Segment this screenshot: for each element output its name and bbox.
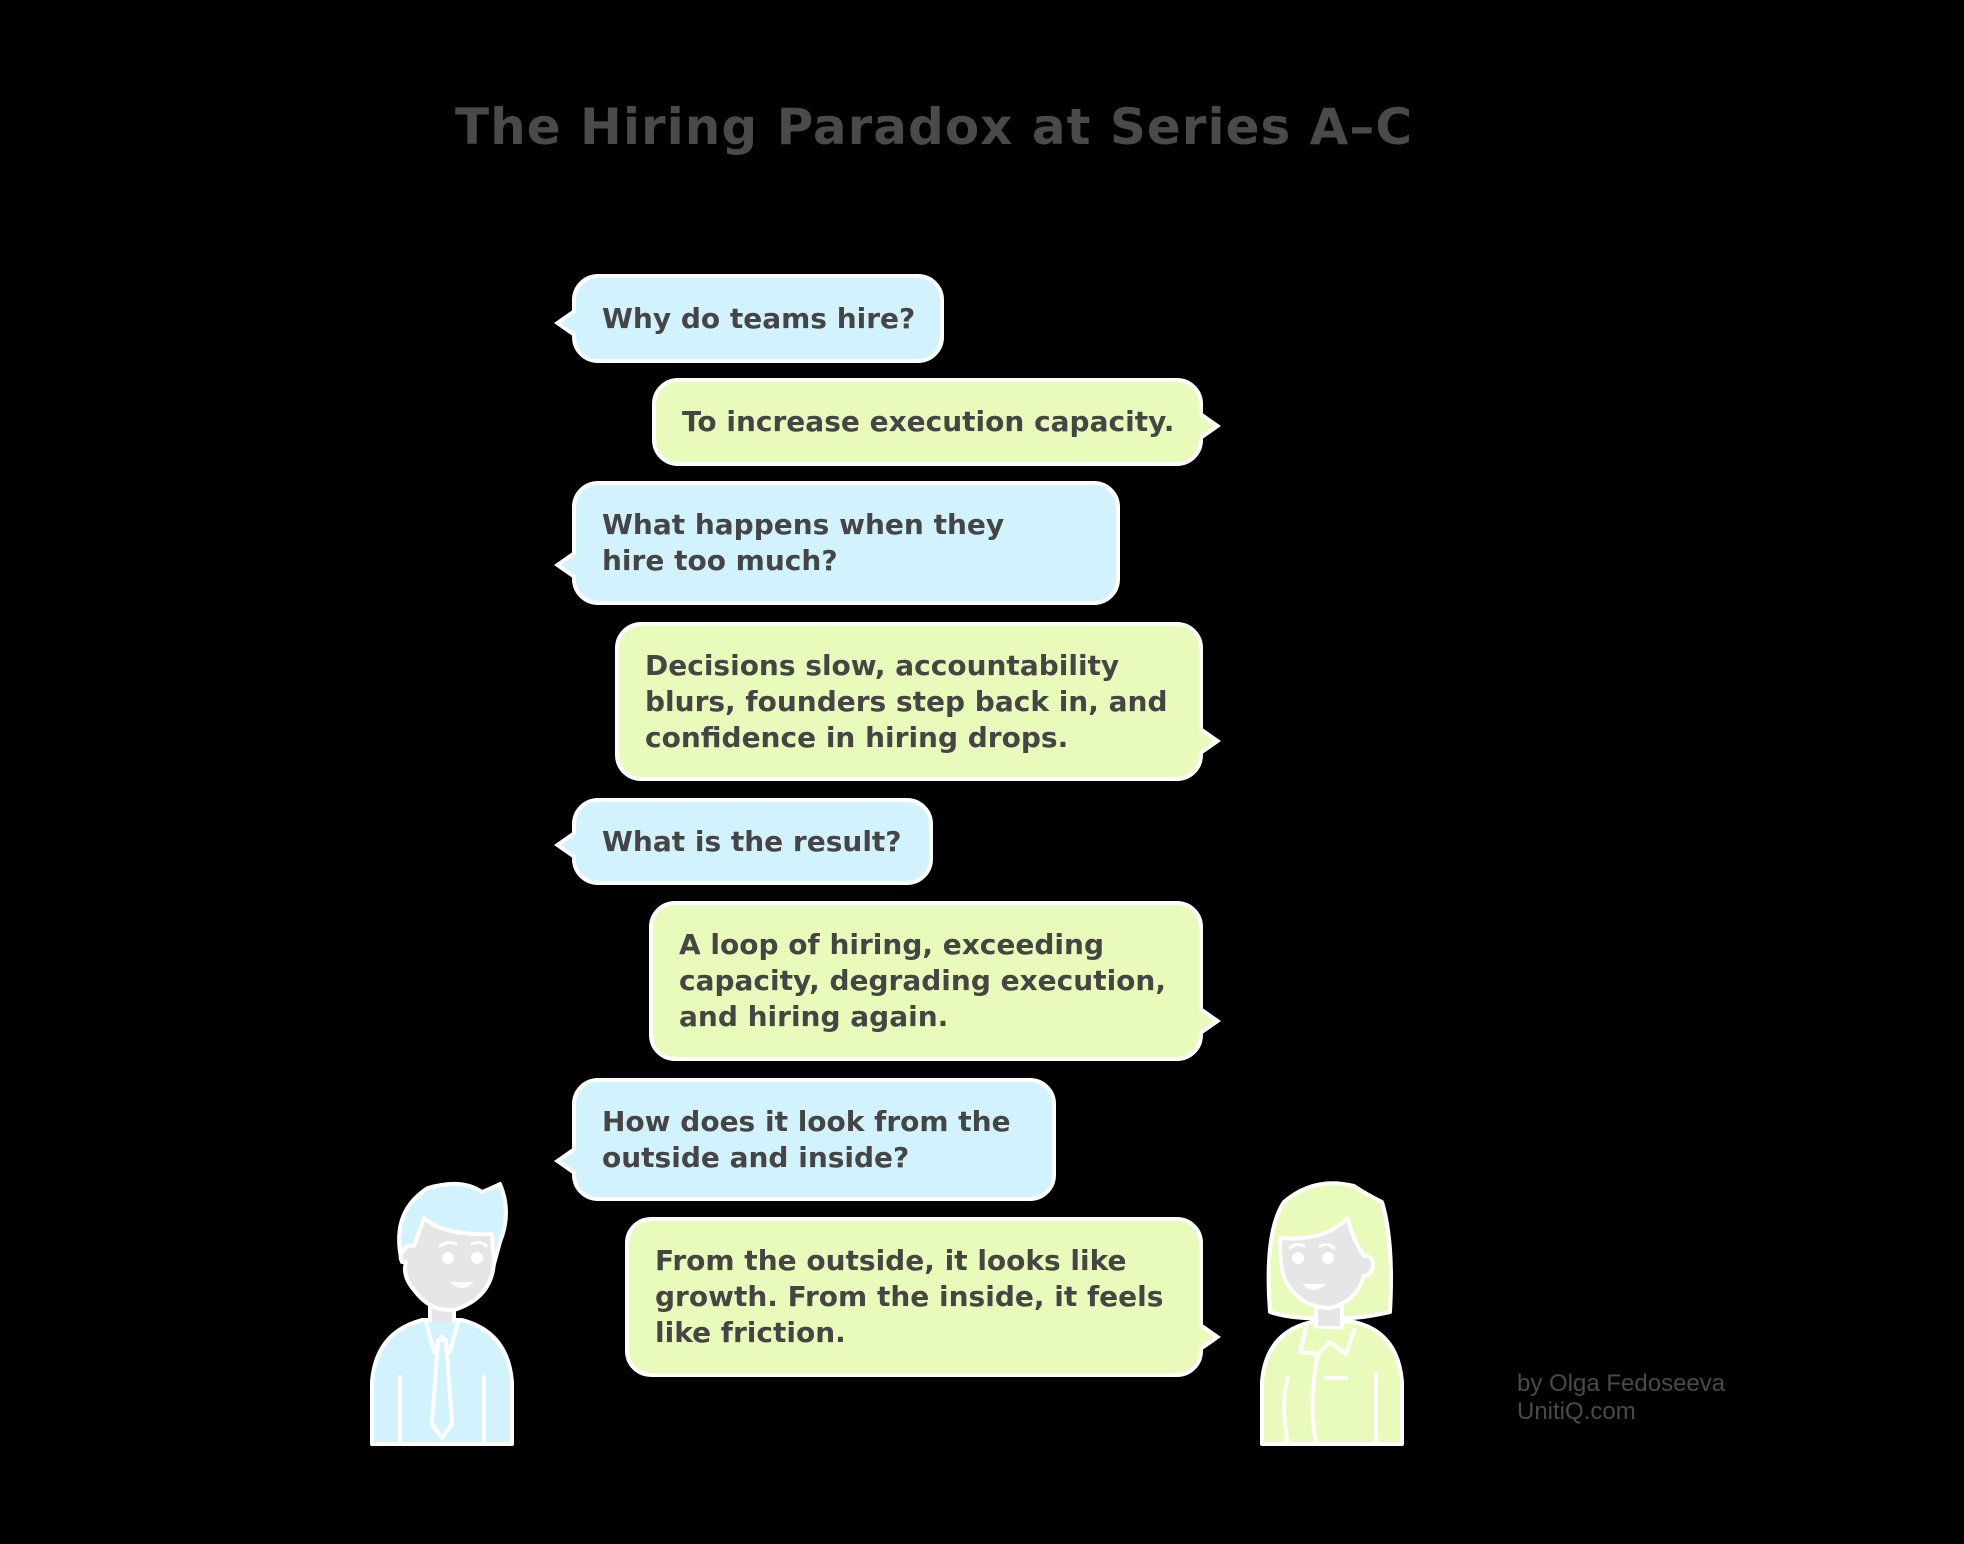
bubble-text: What happens when they hire too much? xyxy=(602,508,1005,577)
answer-bubble: A loop of hiring, exceeding capacity, de… xyxy=(649,901,1221,1061)
question-bubble: How does it look from the outside and in… xyxy=(554,1078,1056,1201)
bubble-text: How does it look from the outside and in… xyxy=(602,1104,1011,1174)
bubble-tail xyxy=(561,312,577,334)
bubble-text: Why do teams hire? xyxy=(602,301,916,335)
woman-avatar-icon xyxy=(1260,1181,1404,1446)
bubble-tail xyxy=(1198,730,1214,752)
bubble-text: To increase execution capacity. xyxy=(682,405,1175,438)
man-avatar-icon xyxy=(370,1181,514,1446)
bubble-text: From the outside, it looks like growth. … xyxy=(655,1244,1164,1349)
bubble-tail xyxy=(561,554,577,576)
bubble-tail xyxy=(1198,1326,1214,1348)
bubble-tail xyxy=(1198,1010,1214,1032)
credit-website: UnitiQ.com xyxy=(1517,1398,1636,1425)
diagram-title: The Hiring Paradox at Series A–C xyxy=(455,98,1414,156)
credit-author: by Olga Fedoseeva xyxy=(1517,1370,1726,1397)
answer-bubble: To increase execution capacity. xyxy=(652,378,1221,466)
question-bubble: Why do teams hire? xyxy=(554,274,944,363)
bubble-tail xyxy=(1198,415,1214,437)
bubble-text: What is the result? xyxy=(602,824,902,858)
answer-bubble: Decisions slow, accountability blurs, fo… xyxy=(615,622,1221,781)
question-bubble: What is the result? xyxy=(554,798,933,885)
author-credit: by Olga Fedoseeva UnitiQ.com xyxy=(1517,1370,1725,1426)
answer-bubble: From the outside, it looks like growth. … xyxy=(625,1217,1221,1377)
question-bubble: What happens when they hire too much? xyxy=(554,481,1120,605)
bubble-tail xyxy=(561,1150,577,1172)
bubble-tail xyxy=(561,834,577,856)
bubble-text: A loop of hiring, exceeding capacity, de… xyxy=(679,928,1166,1033)
bubble-text: Decisions slow, accountability blurs, fo… xyxy=(645,648,1168,754)
